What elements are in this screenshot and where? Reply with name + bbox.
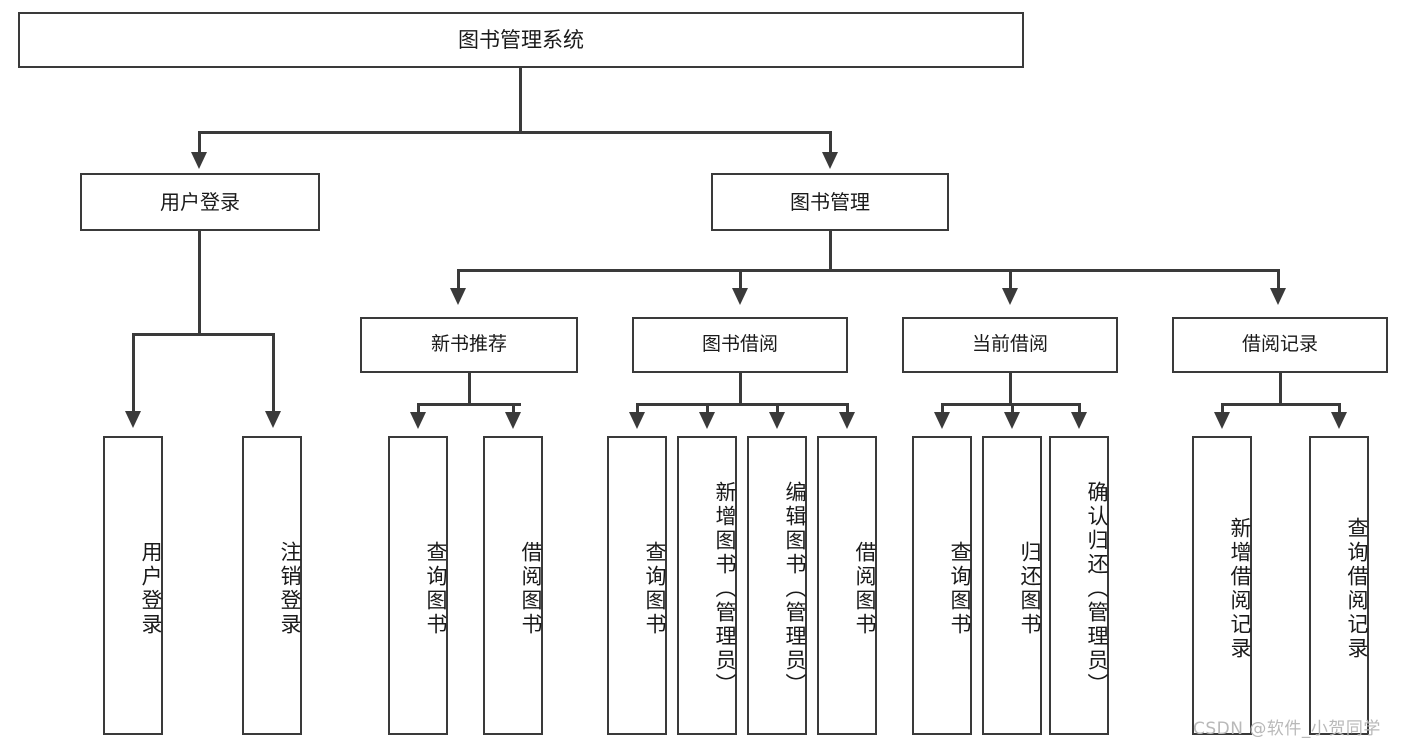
node-label: 归还图书 [1018,540,1042,637]
node-book-manage[interactable]: 图书管理 [711,173,949,231]
connector-cb-3 [1078,403,1081,414]
node-leaf-return-book[interactable]: 归还图书 [982,436,1042,735]
connector-user-login-bus [134,333,275,336]
arrowhead-current-borrow [1002,288,1018,305]
connector-cb-1 [941,403,944,414]
connector-book-borrow-bus [637,403,849,406]
connector-user-login-stem [198,231,201,336]
node-leaf-user-login[interactable]: 用户登录 [103,436,163,735]
arrowhead-new-book-rec [450,288,466,305]
connector-book-manage-bus [458,269,1280,272]
connector-root-to-user-login [198,131,201,154]
node-leaf-query-book-1[interactable]: 查询图书 [388,436,448,735]
connector-root-to-book-manage [829,131,832,154]
arrowhead-leaf-logout [265,411,281,428]
node-label: 注销登录 [278,540,302,637]
node-book-borrow[interactable]: 图书借阅 [632,317,848,373]
connector-borrow-record-stem [1279,373,1282,406]
node-root-system[interactable]: 图书管理系统 [18,12,1024,68]
connector-new-book-rec-bus [418,403,521,406]
node-label: 新增图书（管理员） [713,480,737,697]
node-leaf-borrow-book-1[interactable]: 借阅图书 [483,436,543,735]
node-label: 借阅图书 [519,540,543,637]
arrowhead-leaf-borrow-book-1 [505,412,521,429]
node-label: 图书借阅 [701,333,778,356]
node-leaf-edit-book[interactable]: 编辑图书（管理员） [747,436,807,735]
arrowhead-leaf-borrow-book-2 [839,412,855,429]
node-leaf-logout[interactable]: 注销登录 [242,436,302,735]
connector-bb-4 [846,403,849,414]
connector-to-book-borrow [739,269,742,290]
arrowhead-book-manage [822,152,838,169]
arrowhead-leaf-return-book [1004,412,1020,429]
connector-nbr-right [512,403,515,414]
connector-user-login-left [132,333,135,413]
node-label: 当前借阅 [971,333,1048,356]
node-leaf-add-record[interactable]: 新增借阅记录 [1192,436,1252,735]
connector-br-right [1338,403,1341,414]
arrowhead-leaf-query-book-3 [934,412,950,429]
node-label: 借阅记录 [1241,333,1318,356]
arrowhead-leaf-query-book-1 [410,412,426,429]
node-new-book-rec[interactable]: 新书推荐 [360,317,578,373]
connector-bb-3 [776,403,779,414]
arrowhead-leaf-add-book [699,412,715,429]
connector-bb-2 [706,403,709,414]
connector-book-borrow-stem [739,373,742,406]
connector-br-left [1221,403,1224,414]
arrowhead-leaf-query-record [1331,412,1347,429]
connector-new-book-rec-stem [468,373,471,406]
arrowhead-leaf-query-book-2 [629,412,645,429]
node-label: 新书推荐 [430,333,507,356]
node-label: 借阅图书 [853,540,877,637]
connector-to-new-book-rec [457,269,460,290]
connector-root-stem [519,68,522,133]
node-label: 新增借阅记录 [1228,516,1252,661]
connector-root-bus [198,131,832,134]
connector-current-borrow-stem [1009,373,1012,406]
node-label: 用户登录 [139,540,163,637]
node-leaf-query-record[interactable]: 查询借阅记录 [1309,436,1369,735]
arrowhead-leaf-confirm-return [1071,412,1087,429]
connector-borrow-record-bus [1222,403,1341,406]
node-label: 查询借阅记录 [1345,516,1369,661]
connector-to-borrow-record [1277,269,1280,290]
node-label: 图书管理系统 [458,27,584,52]
node-borrow-record[interactable]: 借阅记录 [1172,317,1388,373]
node-label: 图书管理 [790,189,870,214]
arrowhead-borrow-record [1270,288,1286,305]
node-leaf-confirm-return[interactable]: 确认归还（管理员） [1049,436,1109,735]
arrowhead-leaf-add-record [1214,412,1230,429]
node-leaf-add-book[interactable]: 新增图书（管理员） [677,436,737,735]
node-label: 用户登录 [160,189,240,214]
node-label: 查询图书 [948,540,972,637]
connector-to-current-borrow [1009,269,1012,290]
arrowhead-leaf-user-login [125,411,141,428]
connector-bb-1 [636,403,639,414]
arrowhead-leaf-edit-book [769,412,785,429]
node-label: 查询图书 [424,540,448,637]
connector-book-manage-stem [829,231,832,272]
node-label: 编辑图书（管理员） [783,480,807,697]
connector-cb-2 [1011,403,1014,414]
node-leaf-query-book-2[interactable]: 查询图书 [607,436,667,735]
node-current-borrow[interactable]: 当前借阅 [902,317,1118,373]
connector-nbr-left [417,403,420,414]
arrowhead-user-login [191,152,207,169]
node-label: 确认归还（管理员） [1085,480,1109,697]
connector-user-login-right [272,333,275,413]
arrowhead-book-borrow [732,288,748,305]
node-user-login[interactable]: 用户登录 [80,173,320,231]
node-leaf-query-book-3[interactable]: 查询图书 [912,436,972,735]
node-label: 查询图书 [643,540,667,637]
node-leaf-borrow-book-2[interactable]: 借阅图书 [817,436,877,735]
